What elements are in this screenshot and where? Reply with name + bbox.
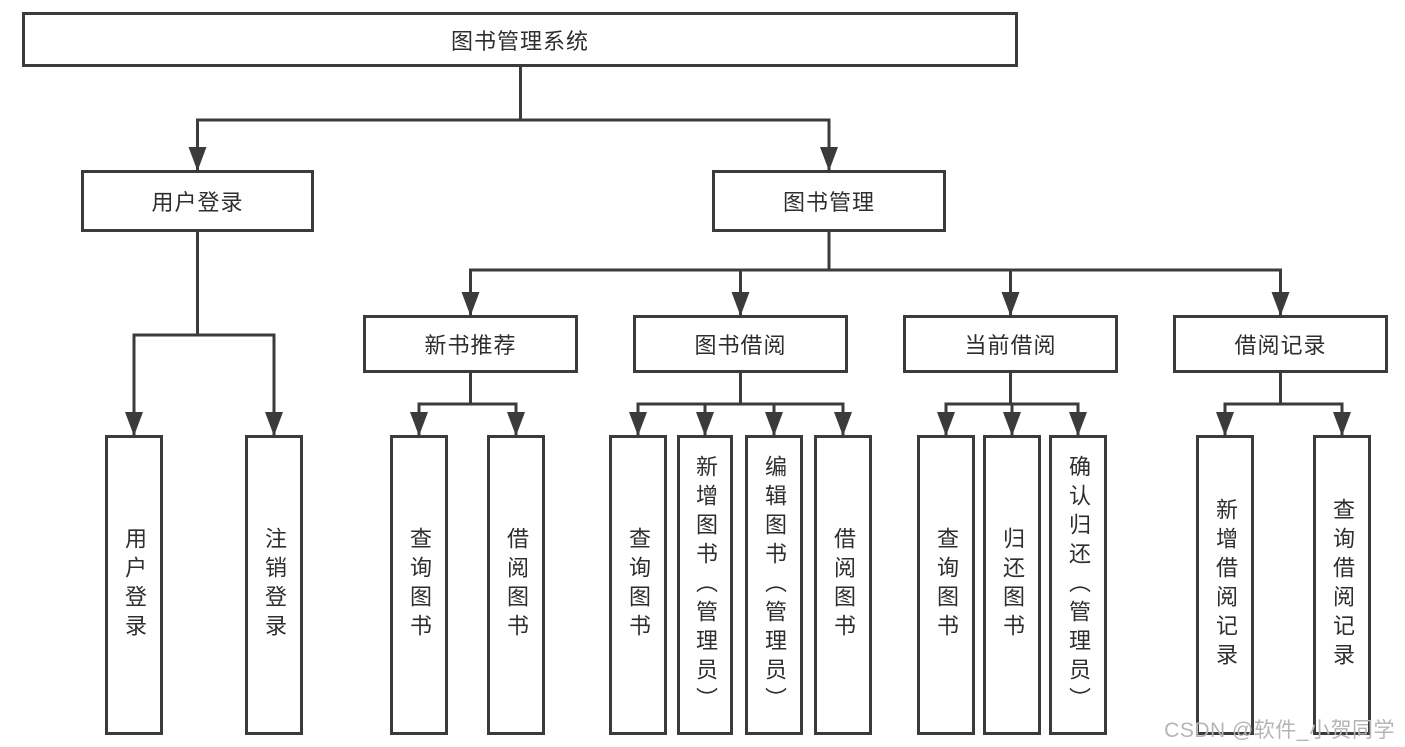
connector-root-to-level2 (188, 66, 838, 171)
leaf-query-borrow-record-label: 查询借阅记录 (1330, 498, 1355, 672)
node-borrow-records-label: 借阅记录 (1234, 333, 1327, 358)
node-new-book-recommend: 新书推荐 (363, 315, 578, 373)
leaf-confirm-return-admin: 确认归还（管理员） (1049, 435, 1107, 735)
leaf-add-books-admin-label: 新增图书（管理员） (693, 454, 718, 716)
node-root-label: 图书管理系统 (450, 28, 589, 54)
leaf-edit-books-admin: 编辑图书（管理员） (745, 435, 803, 735)
node-root-system: 图书管理系统 (22, 12, 1018, 67)
connector-mgmt-to-level3 (461, 231, 1290, 316)
csdn-watermark: CSDN @软件_小贺同学 (1164, 719, 1395, 742)
node-user-login: 用户登录 (81, 170, 314, 232)
leaf-borrow-books: 借阅图书 (814, 435, 872, 735)
leaf-recommend-borrow-books: 借阅图书 (487, 435, 545, 735)
leaf-user-login: 用户登录 (105, 435, 163, 735)
leaf-add-borrow-record: 新增借阅记录 (1196, 435, 1254, 735)
leaf-logout-label: 注销登录 (262, 527, 287, 643)
node-book-management: 图书管理 (712, 170, 946, 232)
leaf-borrow-query-books-label: 查询图书 (626, 527, 651, 643)
leaf-query-borrow-record: 查询借阅记录 (1313, 435, 1371, 735)
leaf-borrow-books-label: 借阅图书 (831, 527, 856, 643)
node-user-login-label: 用户登录 (151, 190, 244, 215)
leaf-edit-books-admin-label: 编辑图书（管理员） (762, 454, 787, 716)
node-borrow-records: 借阅记录 (1173, 315, 1388, 373)
leaf-borrow-query-books: 查询图书 (609, 435, 667, 735)
node-current-borrow-label: 当前借阅 (964, 333, 1057, 358)
connector-history-to-leaves (1216, 372, 1351, 436)
leaf-return-books: 归还图书 (983, 435, 1041, 735)
leaf-recommend-query-books: 查询图书 (390, 435, 448, 735)
leaf-recommend-query-books-label: 查询图书 (407, 527, 432, 643)
leaf-confirm-return-admin-label: 确认归还（管理员） (1066, 454, 1091, 716)
leaf-logout: 注销登录 (245, 435, 303, 735)
node-current-borrow: 当前借阅 (903, 315, 1118, 373)
connector-recommend-to-leaves (410, 372, 525, 436)
leaf-add-borrow-record-label: 新增借阅记录 (1213, 498, 1238, 672)
leaf-add-books-admin: 新增图书（管理员） (677, 435, 733, 735)
node-new-book-recommend-label: 新书推荐 (424, 333, 517, 358)
node-book-borrow-label: 图书借阅 (694, 333, 787, 358)
leaf-return-books-label: 归还图书 (1000, 527, 1025, 643)
leaf-recommend-borrow-books-label: 借阅图书 (504, 527, 529, 643)
node-book-management-label: 图书管理 (782, 190, 875, 215)
connector-login-to-leaves (125, 231, 283, 436)
leaf-current-query-books-label: 查询图书 (934, 527, 959, 643)
node-book-borrow: 图书借阅 (633, 315, 848, 373)
leaf-current-query-books: 查询图书 (917, 435, 975, 735)
leaf-user-login-label: 用户登录 (122, 527, 147, 643)
connector-current-to-leaves (937, 372, 1087, 436)
connector-borrow-to-leaves (629, 372, 852, 436)
